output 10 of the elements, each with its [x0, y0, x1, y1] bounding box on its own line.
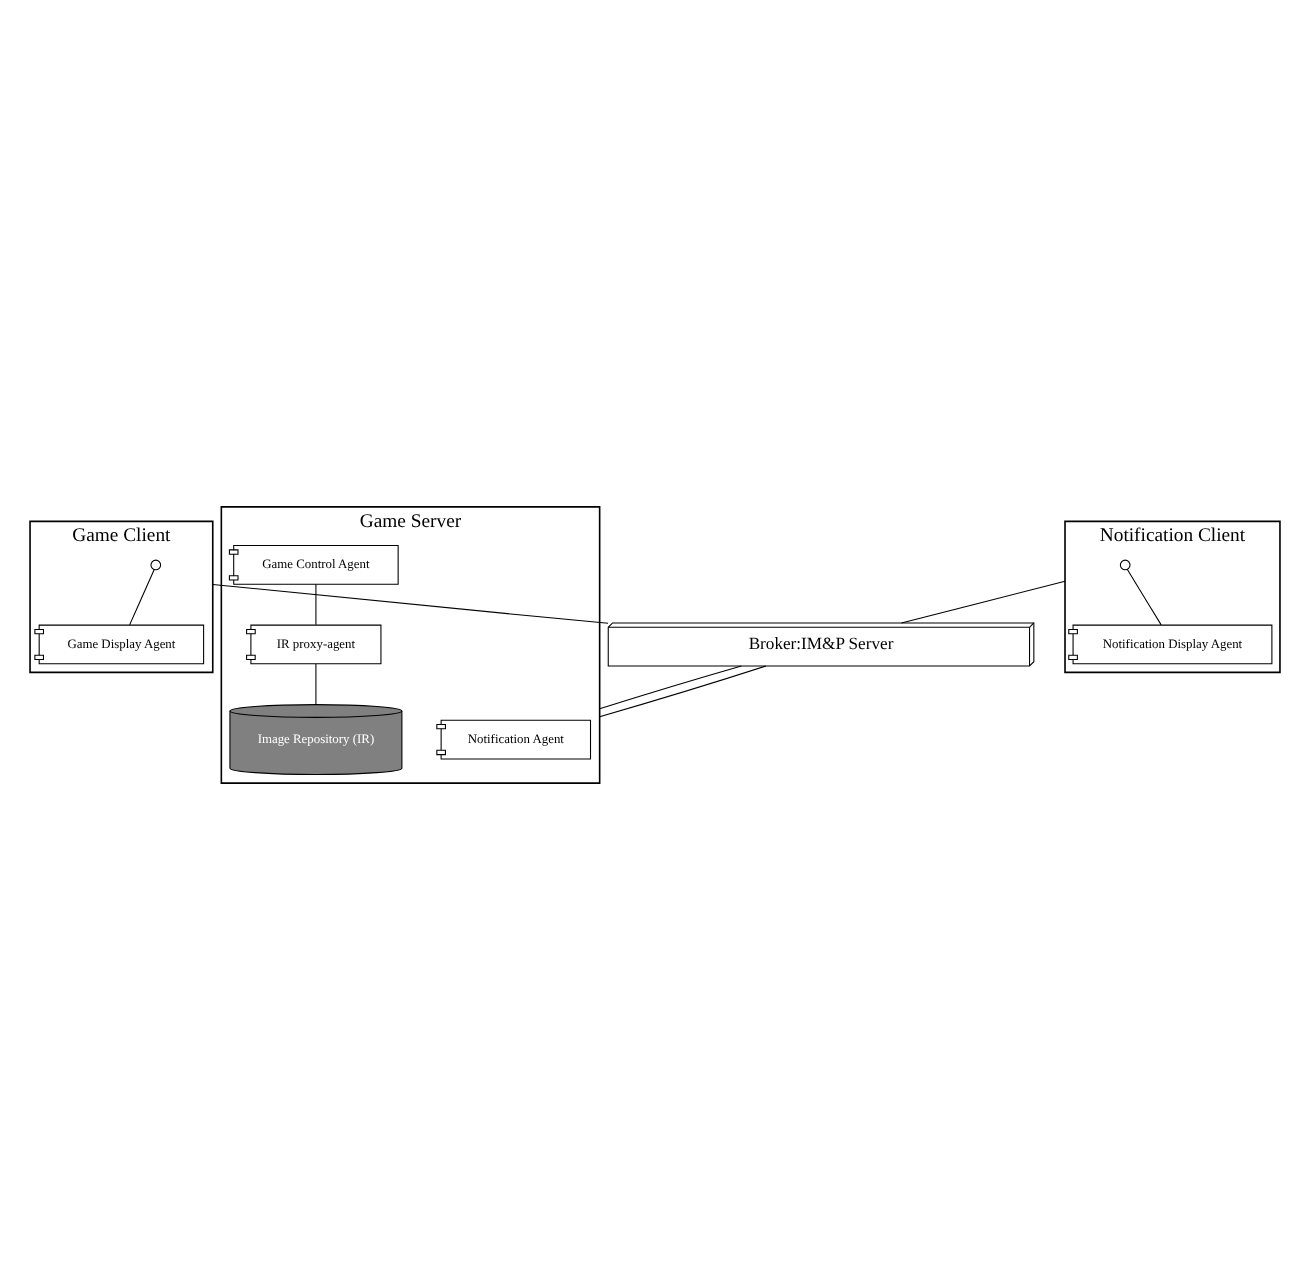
connector [1126, 567, 1162, 625]
connector [900, 579, 1066, 623]
node-circle [1119, 558, 1131, 570]
connector [315, 582, 317, 625]
connector [129, 568, 155, 625]
connector [599, 664, 767, 717]
connector [599, 664, 742, 709]
connector [315, 662, 317, 704]
node-circle [150, 558, 162, 570]
connector [212, 582, 609, 623]
